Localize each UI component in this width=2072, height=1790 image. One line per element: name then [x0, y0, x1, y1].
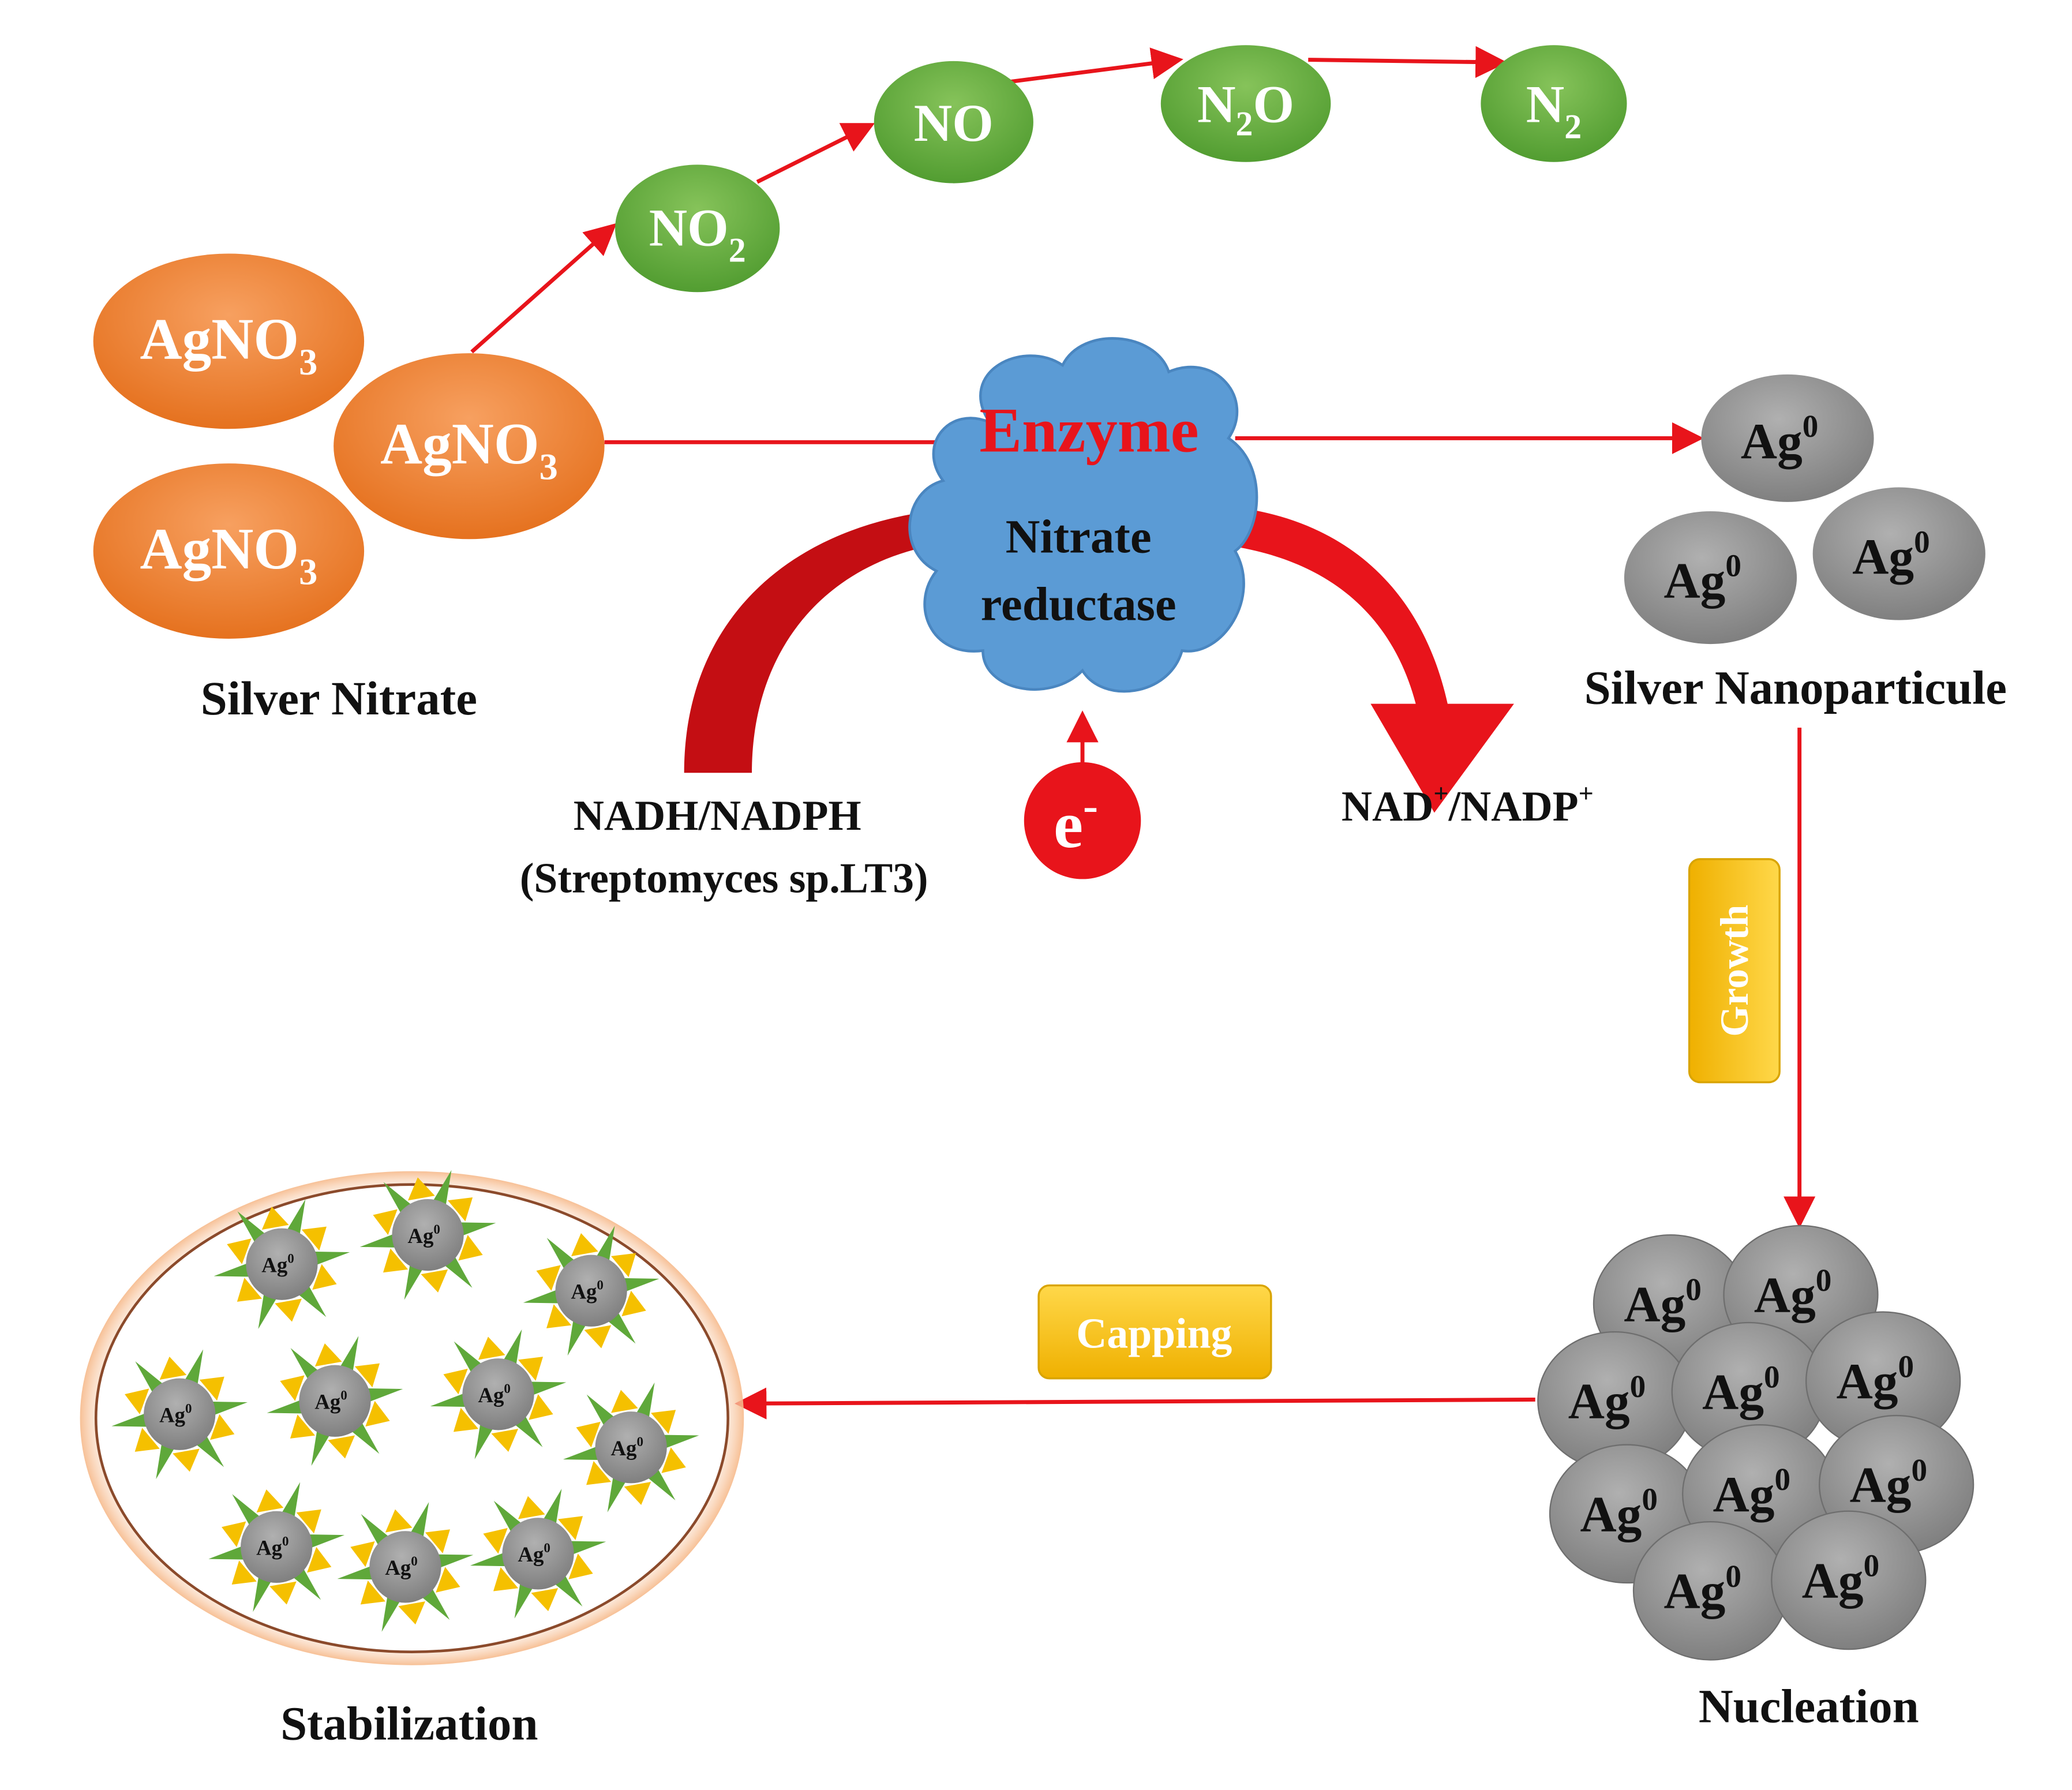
arrow-capping: [735, 1387, 1535, 1420]
electron: e-: [1024, 710, 1141, 879]
capped-ag0-particle: Ag0: [359, 1170, 496, 1300]
svg-text:Ag0: Ag0: [1837, 1349, 1914, 1409]
svg-text:N2O: N2O: [1197, 75, 1294, 143]
capped-ag0-particle: Ag0: [213, 1199, 350, 1330]
svg-text:Ag0: Ag0: [314, 1387, 347, 1413]
svg-text:NO: NO: [914, 93, 994, 152]
ag0-particle: Ag0: [1805, 1311, 1961, 1451]
capped-ag0-particle: Ag0: [563, 1382, 699, 1512]
ag0-particle: Ag0: [1701, 374, 1874, 502]
capping-tag: Capping: [1037, 1284, 1272, 1380]
nitrogen-pathway-arrows: [470, 46, 1508, 354]
svg-text:Ag0: Ag0: [159, 1400, 192, 1426]
svg-text:AgNO3: AgNO3: [380, 411, 558, 488]
electron-circle: [1024, 762, 1141, 879]
capped-ag0-particle: Ag0: [523, 1226, 660, 1356]
silver-nitrate-label: Silver Nitrate: [201, 672, 477, 725]
svg-text:Ag0: Ag0: [407, 1222, 440, 1248]
ag0-particle: Ag0: [1771, 1510, 1927, 1650]
svg-text:N2: N2: [1526, 75, 1582, 146]
nitrogen-species: NO2 NO N2O N2: [615, 45, 1627, 293]
nad-output-arc: [1235, 507, 1514, 813]
svg-text:Ag0: Ag0: [518, 1540, 550, 1566]
svg-text:Ag0: Ag0: [1713, 1462, 1790, 1522]
ag0-particle: Ag0: [1671, 1321, 1827, 1462]
capped-ag0-particle: Ag0: [430, 1329, 567, 1459]
ag0-particle: Ag0: [1537, 1331, 1693, 1471]
no2-molecule: NO2: [615, 164, 780, 293]
growth-tag: Growth: [1688, 858, 1781, 1084]
no-molecule: NO: [874, 61, 1033, 184]
capped-ag0-particle: Ag0: [470, 1488, 606, 1619]
capped-ag0-particle: Ag0: [208, 1482, 345, 1612]
svg-text:Ag0: Ag0: [385, 1553, 417, 1579]
svg-text:Ag0: Ag0: [1624, 1272, 1701, 1332]
svg-text:Ag0: Ag0: [1741, 409, 1818, 469]
svg-text:Ag0: Ag0: [478, 1381, 510, 1407]
ag0-particle: Ag0: [1812, 487, 1985, 620]
ag0-particle: Ag0: [1632, 1521, 1789, 1661]
arrow-n2o-to-n2: [1308, 46, 1508, 78]
stabilization-label: Stabilization: [280, 1697, 538, 1750]
svg-text:Growth: Growth: [1712, 905, 1756, 1037]
arrow-agno3-to-no2: [470, 223, 617, 354]
arrow-no2-to-no: [756, 123, 875, 184]
enzyme-cloud: Enzyme Nitrate reductase: [908, 337, 1258, 693]
silver-nanoparticle-label: Silver Nanoparticule: [1584, 661, 2007, 714]
cofactor-out-label: NAD+/NADP+: [1342, 778, 1594, 830]
svg-text:NO2: NO2: [649, 199, 746, 269]
silver-nitrate-group: AgNO3 AgNO3 AgNO3 Silver Nitrate: [93, 253, 605, 725]
svg-text:AgNO3: AgNO3: [140, 306, 317, 383]
cofactor-arrows: [684, 507, 1514, 813]
svg-text:Ag0: Ag0: [1850, 1452, 1927, 1513]
svg-text:Ag0: Ag0: [1663, 1559, 1741, 1619]
silver-nitrate-molecule: AgNO3: [93, 253, 365, 429]
cloud-shape: [908, 337, 1258, 693]
svg-text:Ag0: Ag0: [1702, 1360, 1779, 1420]
svg-text:Ag0: Ag0: [1802, 1548, 1879, 1609]
enzyme-name-line2: reductase: [981, 578, 1176, 631]
n2o-molecule: N2O: [1160, 45, 1331, 162]
enzyme-title: Enzyme: [979, 395, 1198, 465]
svg-text:Ag0: Ag0: [1852, 524, 1929, 585]
nucleation-label: Nucleation: [1699, 1680, 1919, 1733]
silver-nitrate-molecule: AgNO3: [334, 353, 605, 540]
reduction-arrow: [604, 422, 1704, 455]
cofactor-in-line2: (Streptomyces sp.LT3): [520, 854, 928, 901]
svg-text:Ag0: Ag0: [610, 1434, 643, 1460]
enzyme-name-line1: Nitrate: [1006, 510, 1152, 563]
arrow-no-to-n2o: [1005, 47, 1183, 85]
capped-ag0-particle: Ag0: [267, 1336, 403, 1466]
svg-text:Ag0: Ag0: [571, 1277, 603, 1303]
svg-text:Ag0: Ag0: [1663, 548, 1741, 609]
capped-ag0-particle: Ag0: [337, 1501, 474, 1632]
svg-text:Capping: Capping: [1076, 1310, 1232, 1357]
svg-text:e-: e-: [1054, 780, 1098, 862]
svg-text:Ag0: Ag0: [1754, 1263, 1831, 1323]
n2-molecule: N2: [1481, 45, 1627, 162]
svg-text:Ag0: Ag0: [1580, 1481, 1657, 1542]
svg-text:Ag0: Ag0: [261, 1250, 294, 1276]
svg-text:Ag0: Ag0: [1568, 1369, 1646, 1429]
silver-nanoparticles: Ag0 Ag0 Ag0 Silver Nanoparticule: [1584, 374, 2007, 714]
capped-ag0-particle: Ag0: [111, 1349, 248, 1480]
svg-text:Ag0: Ag0: [256, 1534, 288, 1560]
nadh-input-arc: [684, 511, 938, 773]
ag0-particle: Ag0: [1624, 511, 1797, 645]
svg-text:AgNO3: AgNO3: [140, 516, 317, 593]
silver-nitrate-molecule: AgNO3: [93, 463, 365, 639]
cofactor-in-line1: NADH/NADPH: [574, 792, 861, 839]
